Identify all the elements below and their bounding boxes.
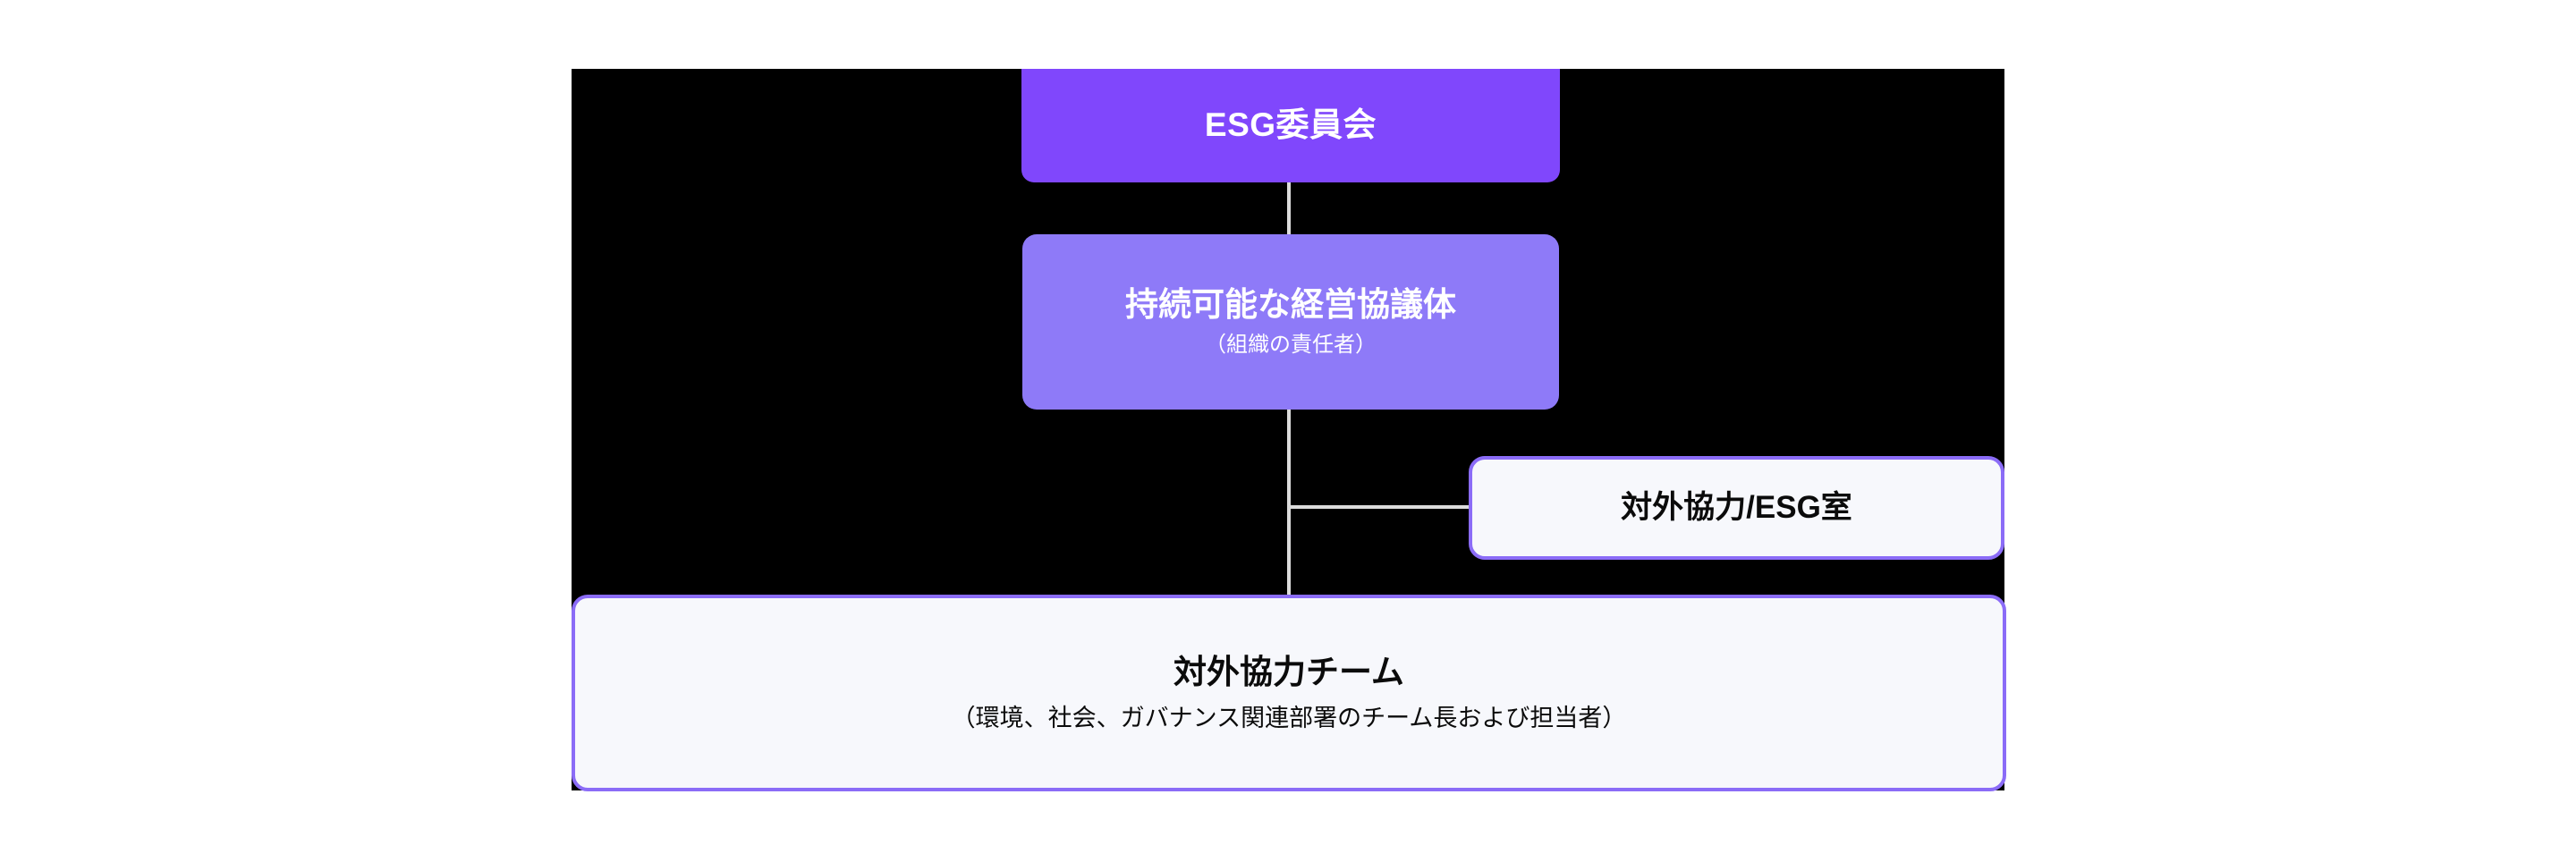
node-esg-committee-title: ESG委員会 (1204, 106, 1377, 144)
node-esg-office-title: 対外協力/ESG室 (1621, 489, 1852, 525)
node-cooperation-team-subtitle: （環境、社会、ガバナンス関連部署のチーム長および担当者） (951, 704, 1627, 731)
node-sustainability-council-subtitle: （組織の責任者） (1205, 333, 1377, 358)
node-esg-committee[interactable]: ESG委員会 (1021, 69, 1560, 182)
connector-line-horizontal-to-esg-office (1287, 505, 1471, 509)
node-sustainability-council[interactable]: 持続可能な経営協議体 （組織の責任者） (1022, 234, 1559, 410)
node-cooperation-team[interactable]: 対外協力チーム （環境、社会、ガバナンス関連部署のチーム長および担当者） (572, 595, 2006, 791)
node-sustainability-council-title: 持続可能な経営協議体 (1125, 285, 1456, 323)
node-esg-office[interactable]: 対外協力/ESG室 (1469, 456, 2004, 560)
node-cooperation-team-title: 対外協力チーム (1174, 654, 1404, 691)
